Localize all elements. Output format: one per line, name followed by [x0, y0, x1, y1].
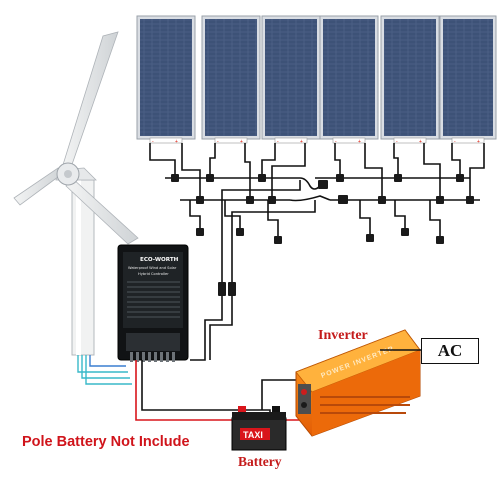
mc4-connectors [171, 174, 474, 296]
svg-text:-: - [396, 139, 398, 145]
svg-text:+: + [300, 139, 303, 145]
svg-text:-: - [217, 139, 219, 145]
solar-panel: -+ [380, 15, 440, 145]
svg-text:+: + [477, 139, 480, 145]
inverter-label: Inverter [318, 328, 368, 343]
solar-panel: -+ [261, 15, 321, 145]
svg-text:-: - [277, 139, 279, 145]
svg-text:+: + [358, 139, 361, 145]
svg-text:+: + [419, 139, 422, 145]
solar-panel: -+ [201, 15, 261, 145]
svg-text:+: + [240, 139, 243, 145]
controller-spec-lines [127, 281, 180, 318]
svg-text:-: - [335, 139, 337, 145]
panel-wiring [149, 143, 485, 300]
ac-label: AC [421, 338, 479, 364]
battery-badge: TAXI [243, 430, 263, 440]
solar-panel: -+ [136, 15, 196, 145]
turbine-wires [77, 355, 132, 385]
pole-battery-note: Pole Battery Not Include [22, 434, 190, 450]
battery-unit [231, 406, 287, 451]
controller-title-line1: ECO-WORTH [140, 257, 179, 263]
solar-panel: -+ [319, 15, 379, 145]
controller-title-line2: Waterproof Wind and Solar [128, 266, 177, 270]
svg-text:-: - [454, 139, 456, 145]
svg-text:-: - [152, 139, 154, 145]
hybrid-controller [117, 244, 189, 362]
solar-panel: -+ [439, 15, 497, 145]
wind-turbine [13, 31, 139, 356]
power-inverter [295, 329, 421, 437]
svg-text:+: + [175, 139, 178, 145]
battery-label: Battery [238, 454, 282, 469]
solar-panel-array: -+ -+ -+ -+ -+ [136, 15, 497, 145]
controller-title-line3: Hybrid Controller [138, 272, 169, 276]
